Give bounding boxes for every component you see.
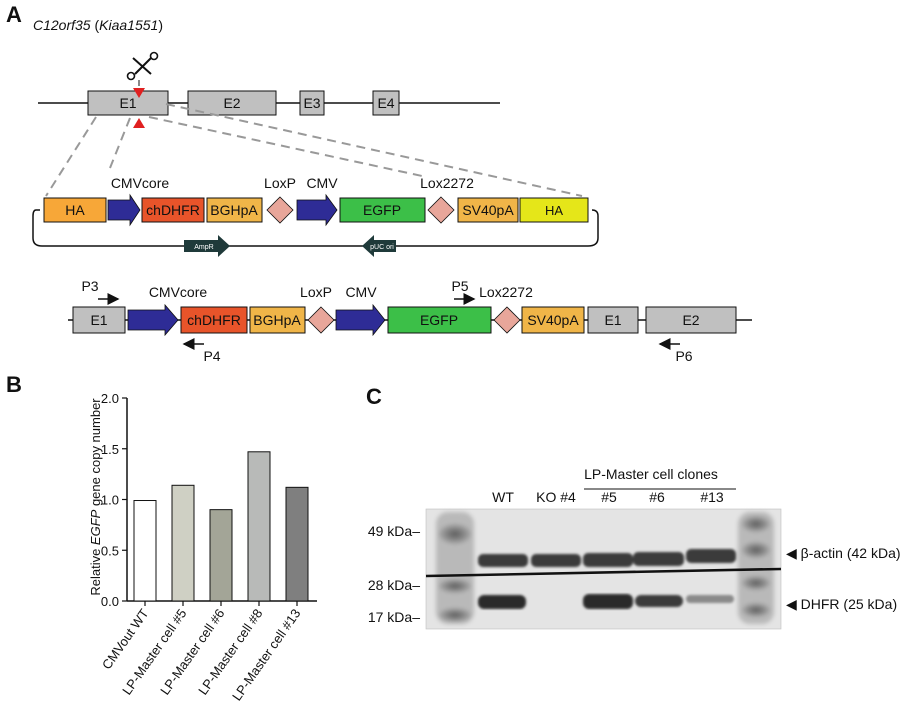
gene-title: C12orf35 (Kiaa1551)	[33, 17, 163, 33]
bar	[171, 484, 195, 602]
band-beta-actin: ◀ β-actin (42 kDa)	[786, 545, 901, 561]
y-tick-label: 2.0	[101, 391, 119, 406]
donor-ha-left: HA	[65, 202, 85, 218]
panel-a-letter: A	[6, 2, 22, 27]
bar	[285, 486, 309, 602]
donor-plasmid: HA CMVcore chDHFR BGHpA LoxP CMV EGFP Lo…	[32, 175, 599, 257]
donor-sv40pa: SV40pA	[462, 202, 514, 218]
western-blot-labels: LP-Master cell clones WT KO #4 #5 #6 #13…	[368, 466, 901, 625]
integrated-locus: E1 CMVcore chDHFR BGHpA LoxP CMV EGFP Lo…	[68, 284, 752, 337]
band-dhfr: ◀ DHFR (25 kDa)	[786, 596, 897, 612]
ladder-right	[738, 512, 774, 624]
cut-triangle-top	[133, 88, 145, 98]
exon-e1: E1	[119, 95, 136, 111]
y-tick-label: 0.5	[101, 543, 119, 558]
lane-label-wt: WT	[492, 489, 514, 505]
marker-28kda: 28 kDa–	[368, 577, 420, 593]
homology-lines	[45, 103, 583, 197]
ampr-marker	[184, 235, 230, 257]
donor-lox2272-label: Lox2272	[420, 175, 474, 191]
scissors-icon	[126, 51, 159, 86]
int-sv40pa: SV40pA	[527, 312, 579, 328]
marker-17kda: 17 kDa–	[368, 609, 420, 625]
western-blot-image	[425, 508, 782, 630]
panel-b-letter: B	[6, 372, 22, 397]
donor-cmv-promoter	[296, 193, 338, 227]
bar	[247, 451, 271, 602]
primers: P3 P4 P5 P6	[81, 278, 692, 364]
int-lox2272-site	[493, 306, 521, 334]
int-cmv-promoter	[335, 303, 386, 337]
exon-e3: E3	[303, 95, 320, 111]
dhfr-bands	[478, 594, 734, 609]
puc-ori-label: pUC ori	[370, 244, 394, 251]
int-chdhfr: chDHFR	[187, 312, 241, 328]
marker-49kda: 49 kDa–	[368, 523, 420, 539]
beta-actin-bands	[478, 549, 736, 567]
lane-label-6: #6	[649, 489, 665, 505]
donor-cmv-label: CMV	[306, 175, 338, 191]
donor-bghpa: BGHpA	[210, 202, 258, 218]
clone-group-label: LP-Master cell clones	[584, 466, 718, 482]
primer-p6-label: P6	[675, 348, 692, 364]
y-tick-label: 1.0	[101, 493, 119, 508]
y-tick-label: 0.0	[101, 594, 119, 609]
int-cmvcore-label: CMVcore	[149, 284, 208, 300]
donor-ha-right: HA	[545, 203, 563, 218]
int-lox2272-label: Lox2272	[479, 284, 533, 300]
x-tick-label: LP-Master cell #13	[229, 606, 303, 703]
exon-e2: E2	[223, 95, 240, 111]
y-tick-label: 1.5	[101, 442, 119, 457]
donor-loxp-site	[266, 196, 294, 224]
gene-alias: Kiaa1551	[99, 17, 158, 33]
exon-e4: E4	[377, 95, 394, 111]
copy-number-chart: Relative EGFP gene copy number 0.0 0.5 1.0…	[88, 391, 317, 704]
donor-cmvcore-promoter	[107, 193, 141, 227]
lane-label-ko4: KO #4	[536, 489, 576, 505]
int-bghpa: BGHpA	[253, 312, 301, 328]
int-egfp: EGFP	[420, 312, 458, 328]
blot-cut-line	[425, 567, 782, 578]
int-cmv-label: CMV	[345, 284, 377, 300]
ladder-left	[436, 512, 474, 624]
donor-lox2272-site	[427, 196, 455, 224]
primer-p5-label: P5	[451, 278, 468, 294]
bar	[209, 509, 233, 602]
lane-label-5: #5	[601, 489, 617, 505]
int-exon-e2: E2	[682, 312, 699, 328]
ampr-label: AmpR	[194, 244, 213, 251]
int-exon-e1: E1	[90, 312, 107, 328]
int-cmvcore-promoter	[127, 303, 179, 337]
lane-label-13: #13	[700, 489, 724, 505]
chart-y-label: Relative EGFP gene copy number	[88, 398, 103, 596]
donor-egfp: EGFP	[363, 202, 401, 218]
gene-name: C12orf35	[33, 17, 91, 33]
primer-p3-label: P3	[81, 278, 98, 294]
bar	[133, 500, 157, 602]
panel-c-letter: C	[366, 384, 382, 409]
donor-chdhfr: chDHFR	[146, 202, 200, 218]
primer-p4-label: P4	[203, 348, 220, 364]
donor-loxp-label: LoxP	[264, 175, 296, 191]
int-loxp-site	[307, 306, 335, 334]
cut-triangle-bottom	[133, 118, 145, 128]
int-loxp-label: LoxP	[300, 284, 332, 300]
int-exon-e1b: E1	[604, 312, 621, 328]
genomic-locus: E1 E2 E3 E4	[38, 90, 500, 116]
donor-cmvcore-label: CMVcore	[111, 175, 170, 191]
cut-site-markers	[133, 88, 145, 128]
puc-ori-marker	[362, 235, 396, 257]
